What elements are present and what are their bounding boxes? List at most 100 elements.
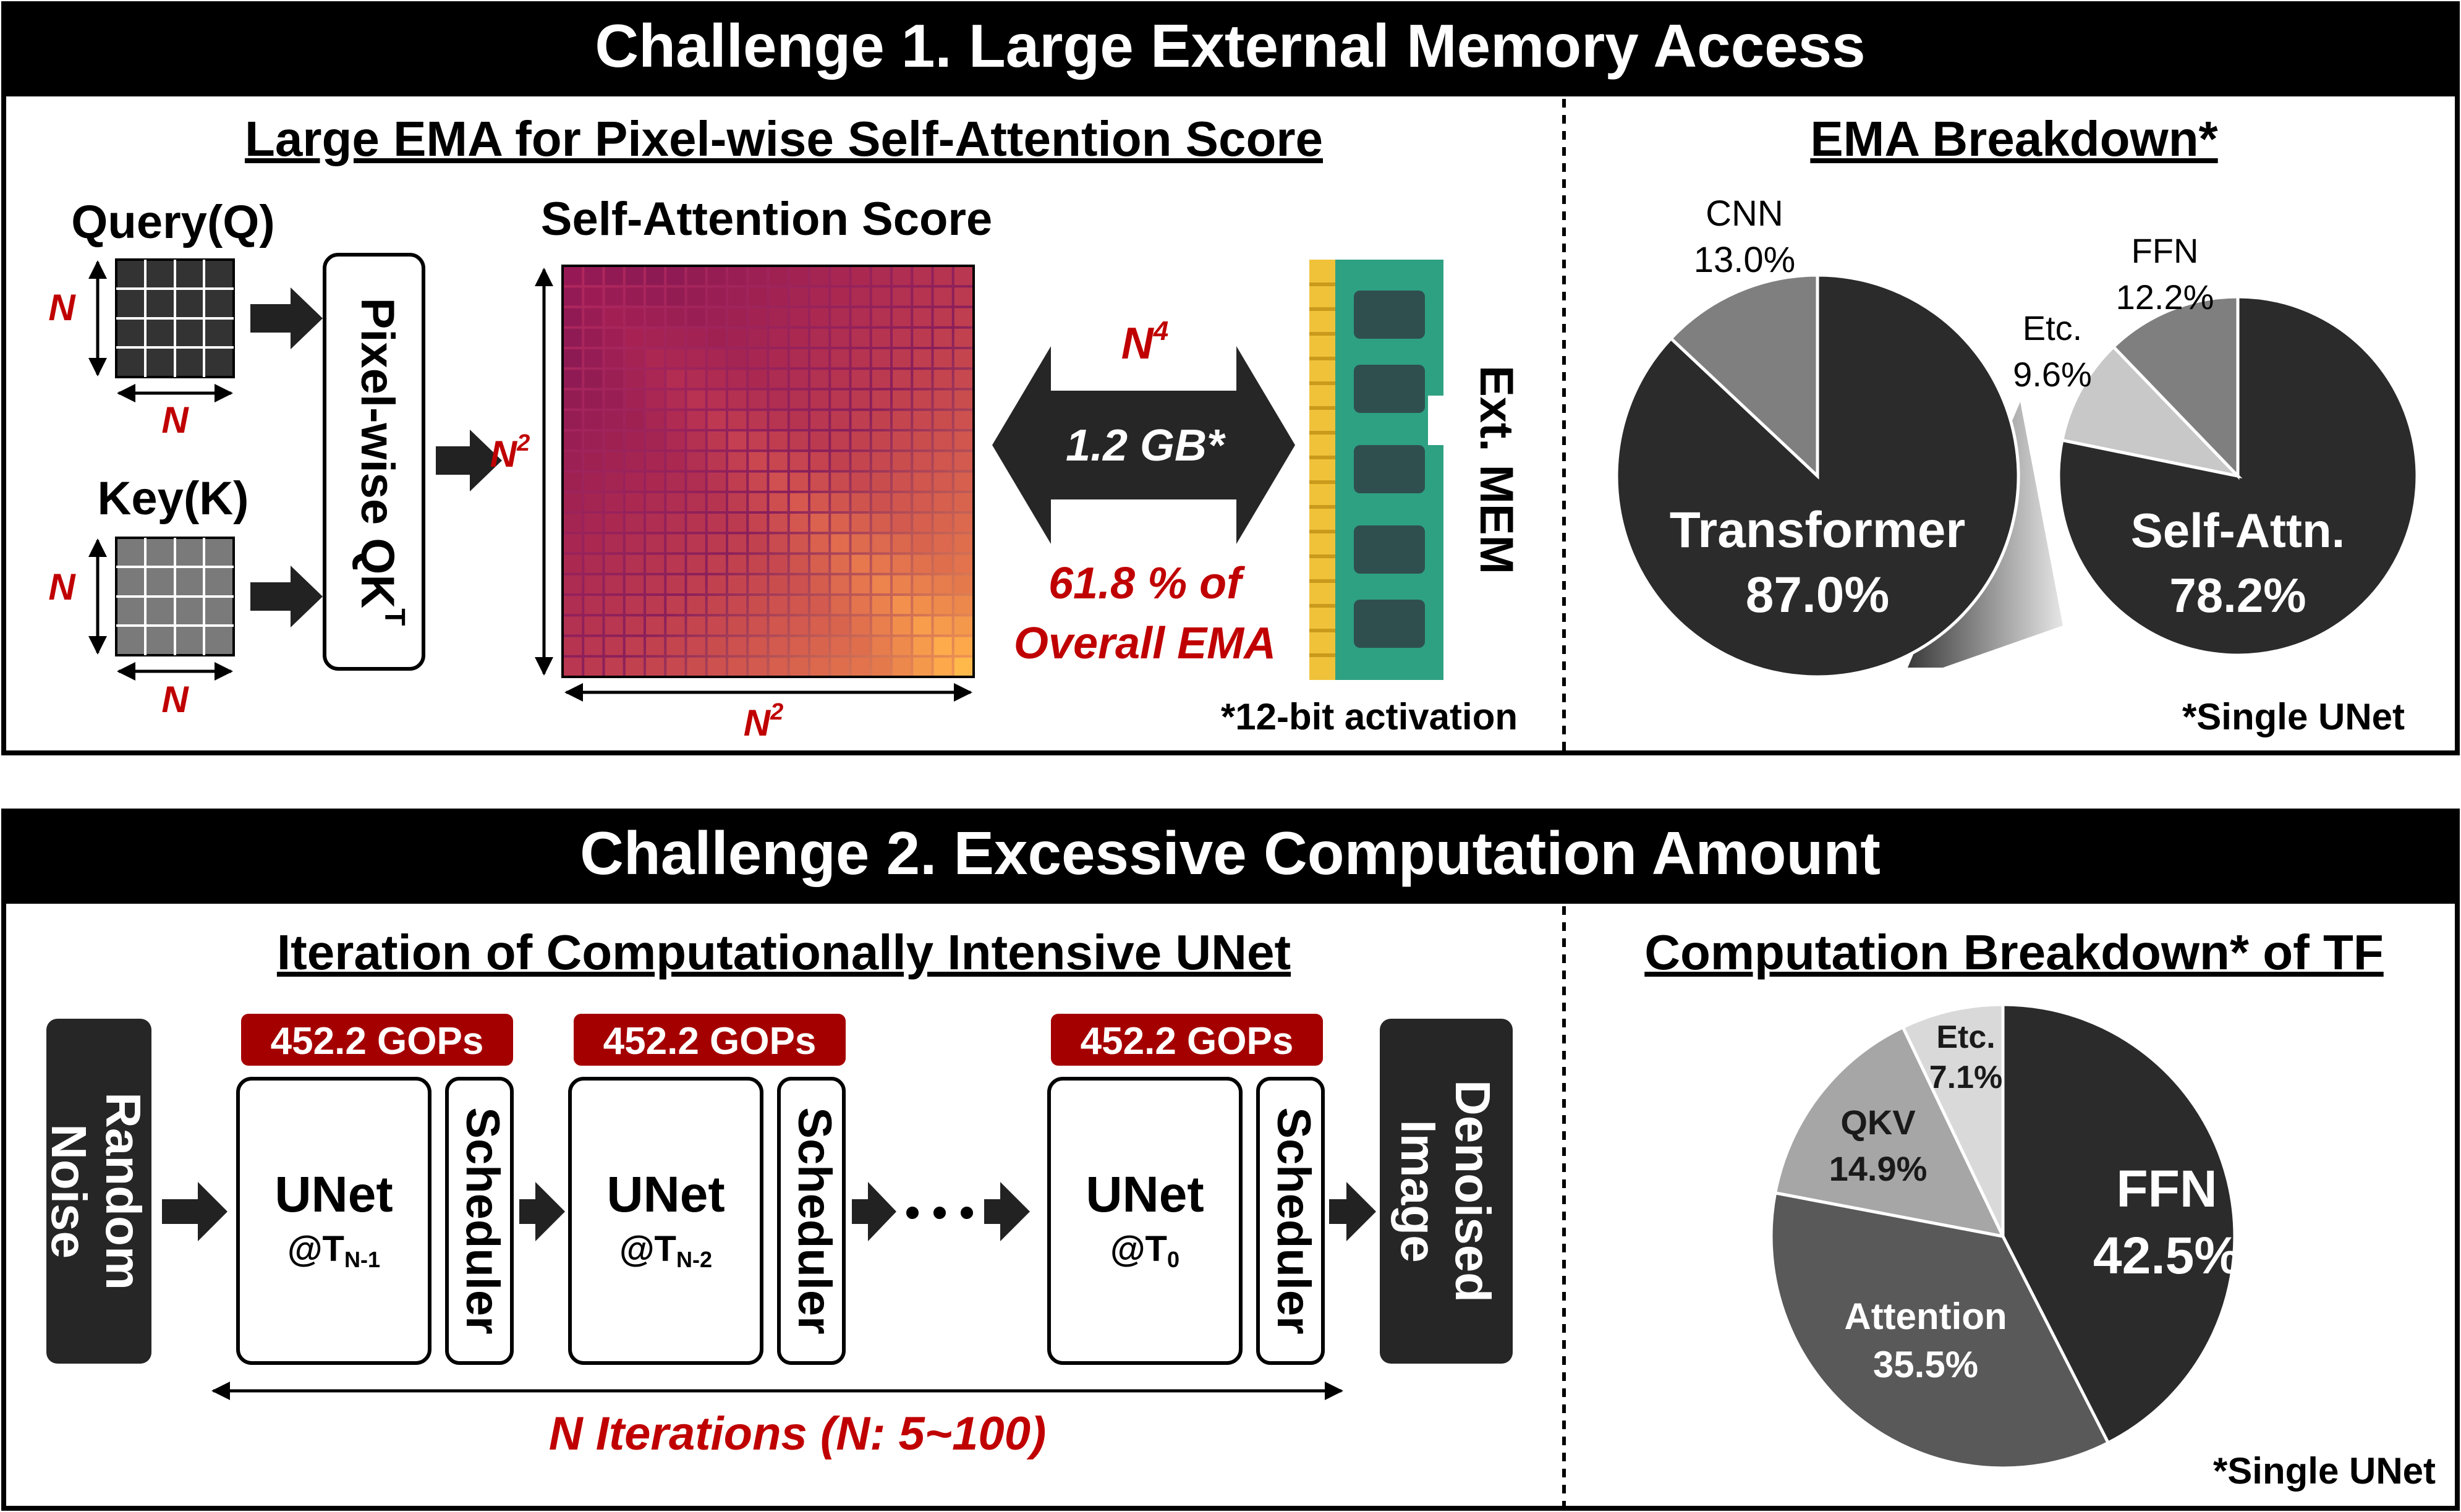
heatmap-cell [564, 596, 582, 614]
heatmap-cell [666, 328, 685, 347]
heatmap-cell [707, 534, 726, 553]
heatmap-cell [831, 534, 849, 553]
heatmap-cell [810, 267, 829, 286]
heatmap-cell [851, 596, 870, 614]
heatmap-cell [769, 431, 788, 450]
heatmap-cell [605, 637, 623, 655]
challenge2-left-title: Iteration of Computationally Intensive U… [277, 925, 1291, 980]
pie3-etc-value: 7.1% [1929, 1060, 2003, 1095]
heatmap-cell [605, 308, 623, 326]
heatmap-cell [954, 514, 972, 532]
heatmap-cell [605, 267, 623, 286]
ema-detail-pie-slice-etc [2060, 344, 2243, 479]
heatmap-cell [851, 452, 870, 470]
heatmap-cell [851, 267, 870, 286]
heatmap-cell [728, 616, 747, 635]
heatmap-cell [933, 637, 952, 655]
query-label: Query(Q) [71, 196, 274, 248]
heatmap-cell [646, 328, 665, 347]
heatmap-cell [728, 267, 747, 286]
heatmap-cell [728, 308, 747, 326]
heatmap-cell [625, 287, 644, 306]
heatmap-cell [646, 616, 665, 635]
heatmap-cell [913, 410, 932, 429]
unet-label-3: UNet [1086, 1166, 1204, 1223]
heatmap-cell [707, 472, 726, 491]
heatmap-cell [933, 493, 952, 511]
heatmap-cell [749, 493, 767, 511]
heatmap-cell [851, 390, 870, 409]
heatmap-cell [749, 514, 767, 532]
heatmap-cell [707, 657, 726, 676]
heatmap-cell [687, 575, 705, 593]
heatmap-cell [769, 390, 788, 409]
challenge2-header-bar [4, 811, 2457, 904]
heatmap-cell [913, 267, 932, 286]
heatmap-cell [666, 575, 685, 593]
heatmap-cell [954, 431, 972, 450]
challenge2-right-footnote: *Single UNet [2213, 1450, 2436, 1492]
heatmap-cell [913, 637, 932, 655]
heatmap-cell [707, 452, 726, 470]
heatmap-cell [954, 349, 972, 368]
heatmap-cell [666, 616, 685, 635]
heatmap-cell [810, 390, 829, 409]
heatmap-cell [769, 410, 788, 429]
heatmap-cell [789, 267, 808, 286]
heatmap-cell [564, 514, 582, 532]
heatmap-cell [687, 616, 705, 635]
heatmap-cell [749, 472, 767, 491]
heatmap-cell [666, 308, 685, 326]
heatmap-cell [666, 267, 685, 286]
heatmap-cell [605, 349, 623, 368]
heatmap-cell [831, 349, 849, 368]
heatmap-cell [625, 328, 644, 347]
heatmap-cell [687, 308, 705, 326]
heatmap-cell [605, 452, 623, 470]
random-noise-box [46, 1019, 151, 1364]
heatmap-cell [789, 637, 808, 655]
heatmap-cell [913, 328, 932, 347]
heatmap-cell [687, 410, 705, 429]
heatmap-cell [707, 514, 726, 532]
heatmap-cell [769, 554, 788, 573]
heatmap-cell [810, 287, 829, 306]
heatmap-cell [954, 287, 972, 306]
heatmap-cell [810, 308, 829, 326]
heatmap-cell [831, 390, 849, 409]
query-arrow [250, 287, 323, 349]
challenge2-header: Challenge 2. Excessive Computation Amoun… [580, 819, 1881, 887]
heatmap-cell [913, 431, 932, 450]
heatmap-cell [893, 534, 911, 553]
heatmap-cell [872, 308, 890, 326]
heatmap-cell [769, 493, 788, 511]
pie3-etc-label: Etc. [1936, 1019, 1995, 1055]
heatmap-cell [605, 616, 623, 635]
heatmap-cell [872, 328, 890, 347]
ema-main-pie-slice-cnn [1668, 273, 1819, 480]
pie3-qkv-label: QKV [1840, 1103, 1915, 1142]
gops-label-1: 452.2 GOPs [271, 1020, 484, 1063]
unet-box-3 [1047, 1077, 1243, 1365]
heatmap-cell [893, 390, 911, 409]
arrow-ellipsis-in [852, 1182, 896, 1241]
heatmap-cell [564, 287, 582, 306]
heatmap-cell [749, 452, 767, 470]
ema-detail-pie-slice-self-attn [2057, 295, 2419, 657]
gops-badge-2 [574, 1014, 846, 1066]
heatmap-cell [749, 390, 767, 409]
heatmap-cell [728, 596, 747, 614]
heatmap-cell [605, 472, 623, 491]
heatmap-cell [913, 514, 932, 532]
heatmap-cell [584, 534, 603, 553]
heatmap-cell [605, 370, 623, 388]
heatmap-cell [769, 616, 788, 635]
heatmap-cell [625, 534, 644, 553]
heatmap-cell [872, 390, 890, 409]
heatmap-cell [872, 472, 890, 491]
heatmap-cell [810, 349, 829, 368]
heatmap-cell [893, 452, 911, 470]
heatmap-cell [831, 472, 849, 491]
heatmap-cell [913, 390, 932, 409]
heatmap-cell [625, 349, 644, 368]
